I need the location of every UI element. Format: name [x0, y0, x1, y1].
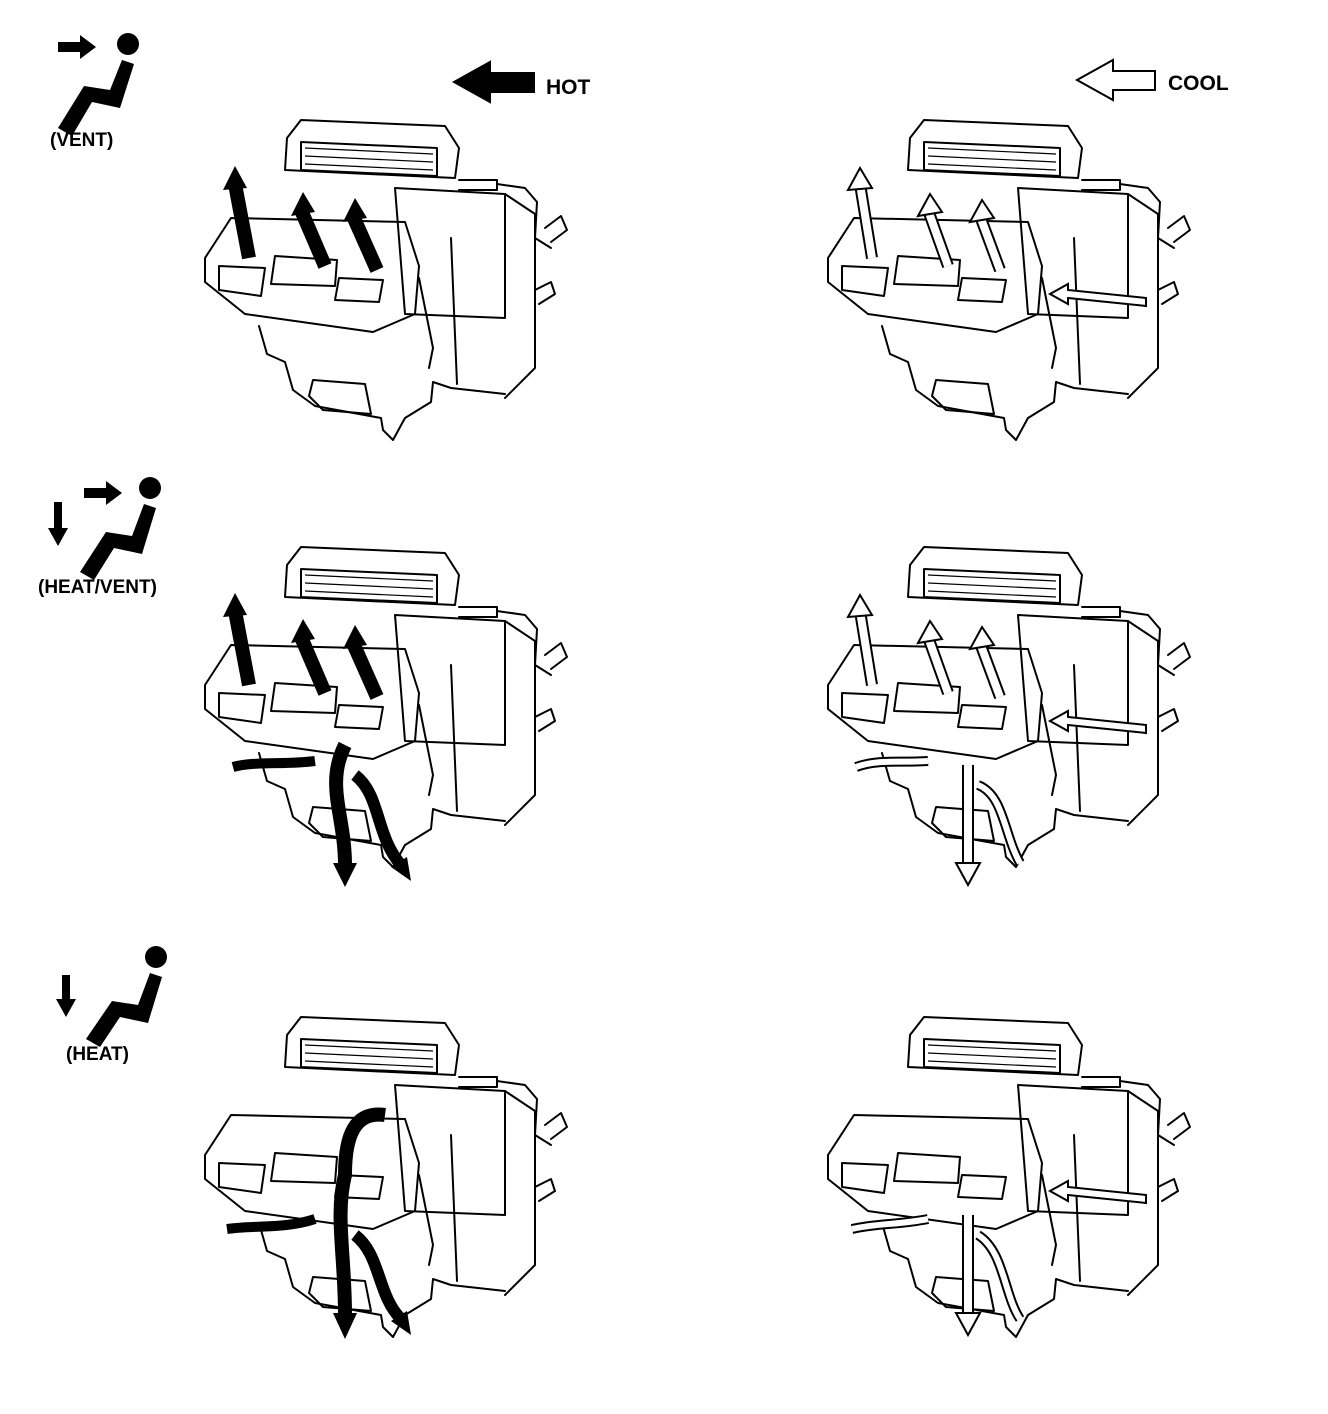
seated-person-heat-vent-icon [48, 477, 161, 580]
heater-unit-heat-vent-cool [827, 546, 1191, 888]
heater-unit-heat-cool [827, 1016, 1191, 1338]
cool-legend-arrow-icon [1074, 58, 1156, 102]
cool-legend-label: COOL [1168, 72, 1229, 95]
mode-label-vent: (VENT) [50, 130, 114, 151]
hot-airflow-arrows [223, 166, 384, 273]
cool-airflow-arrows [850, 1179, 1147, 1338]
hot-legend-label: HOT [546, 76, 591, 99]
seated-person-vent-icon [58, 33, 139, 136]
hot-airflow-arrows [223, 593, 411, 887]
heater-unit-vent-hot [204, 119, 568, 441]
seated-person-heat-icon [56, 946, 167, 1047]
heater-unit-heat-vent-hot [204, 546, 568, 887]
mode-label-heat: (HEAT) [66, 1044, 129, 1065]
cool-airflow-arrows [846, 592, 1147, 888]
hot-legend-arrow-icon [451, 60, 535, 104]
heater-unit-vent-cool [827, 119, 1191, 441]
hot-airflow-arrows [226, 1107, 411, 1339]
cool-airflow-arrows [846, 165, 1147, 308]
heater-unit-heat-hot [204, 1016, 568, 1339]
mode-label-heat-vent: (HEAT/VENT) [38, 577, 157, 598]
